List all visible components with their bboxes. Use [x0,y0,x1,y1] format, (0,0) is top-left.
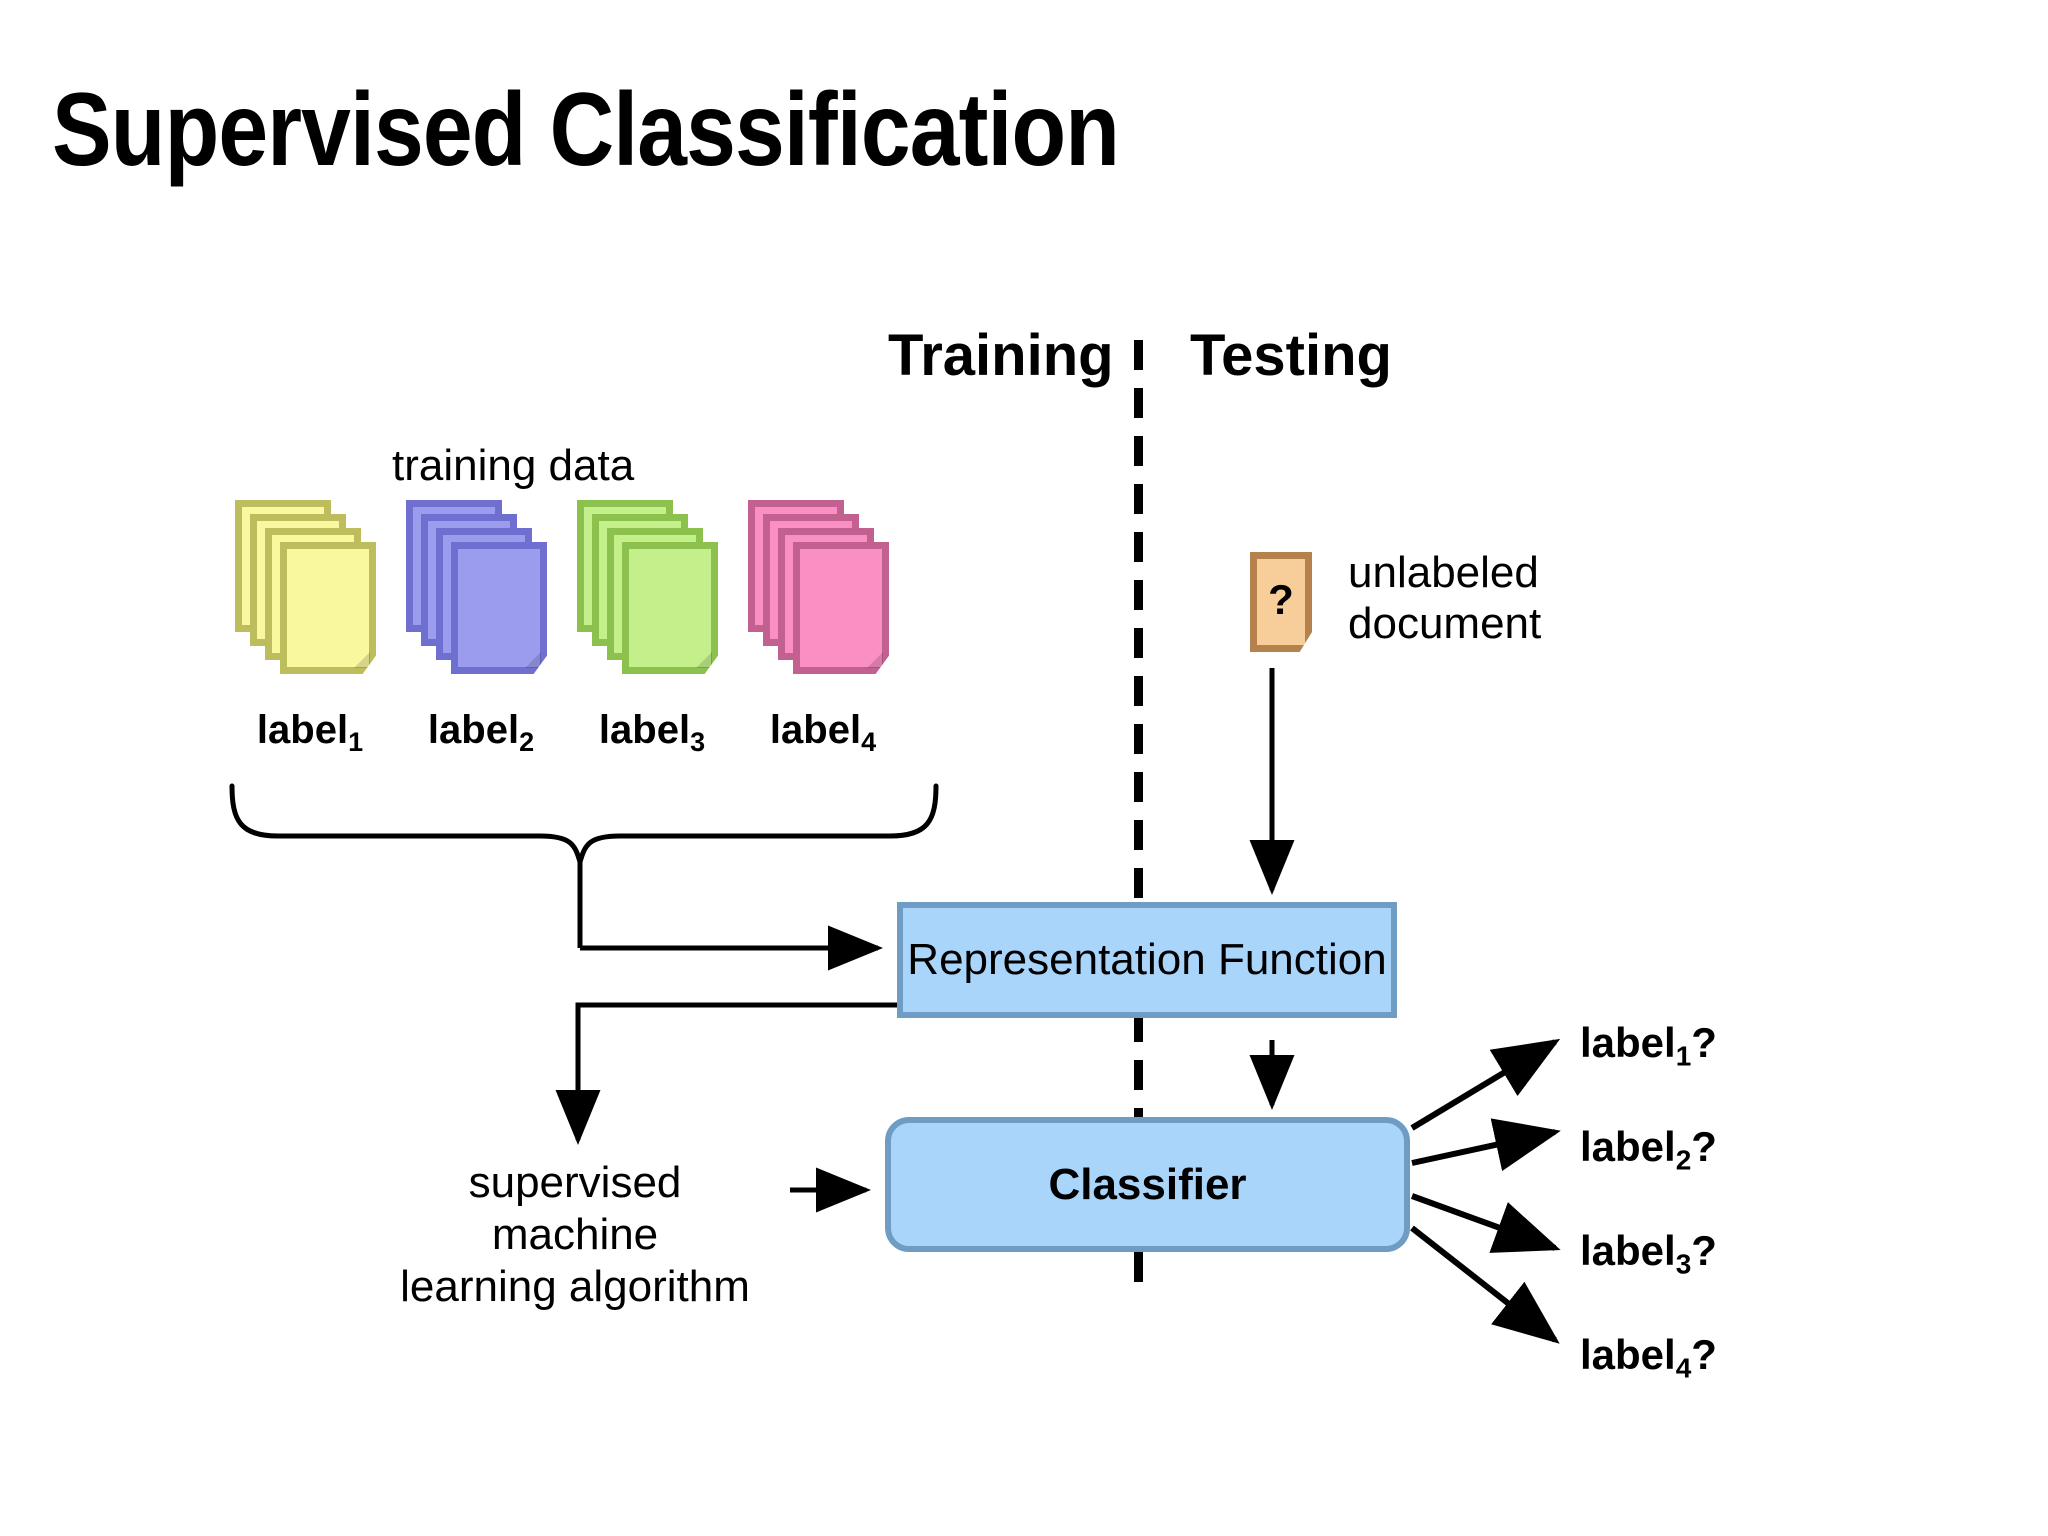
unlabeled-document-caption: unlabeled document [1348,547,1541,650]
document-stack-label1 [235,500,376,674]
output-label-2: label2? [1580,1123,1717,1176]
classifier-label: Classifier [1048,1159,1247,1209]
phase-heading-testing: Testing [1190,323,1392,388]
document-stack-label3 [577,500,718,674]
training-data-caption: training data [392,441,635,490]
output-label-4: label4? [1580,1331,1717,1384]
document-stack-label2 [406,500,547,674]
representation-function-box[interactable]: Representation Function [897,902,1397,1018]
sml-line2: learning algorithm [400,1261,750,1311]
unlabeled-caption-line1: unlabeled [1348,548,1539,597]
stack-caption-label4: label4 [769,708,877,758]
stack-caption-label1: label1 [256,708,364,758]
classifier-box[interactable]: Classifier [885,1117,1410,1252]
output-label-3: label3? [1580,1227,1717,1280]
document-card-front [280,542,376,674]
representation-to-sml-arrow [555,1002,897,1145]
train-test-divider-dashed-line [1134,340,1143,1286]
stack-caption-label3: label3 [598,708,706,758]
classifier-to-label1-arrow [1410,1038,1561,1131]
document-stack-label4 [748,500,889,674]
classifier-to-label3-arrow [1410,1193,1561,1253]
training-data-brace [229,783,939,872]
supervised-ml-algorithm-caption: supervised machine learning algorithm [390,1157,760,1313]
output-label-1: label1? [1580,1019,1717,1072]
document-card-front [451,542,547,674]
sml-line1: supervised machine [468,1158,682,1259]
representation-function-label: Representation Function [907,935,1387,984]
document-card-front [622,542,718,674]
classifier-to-label2-arrow [1411,1118,1561,1172]
stack-caption-label2: label2 [427,708,535,758]
document-card-front [793,542,889,674]
page-title: Supervised Classification [52,72,1120,188]
unlabeled-document-icon: ? [1250,552,1312,652]
question-mark-glyph: ? [1268,576,1294,623]
unlabeled-caption-line2: document [1348,599,1542,649]
phase-heading-training: Training [888,323,1114,388]
classifier-to-label4-arrow [1410,1225,1560,1344]
